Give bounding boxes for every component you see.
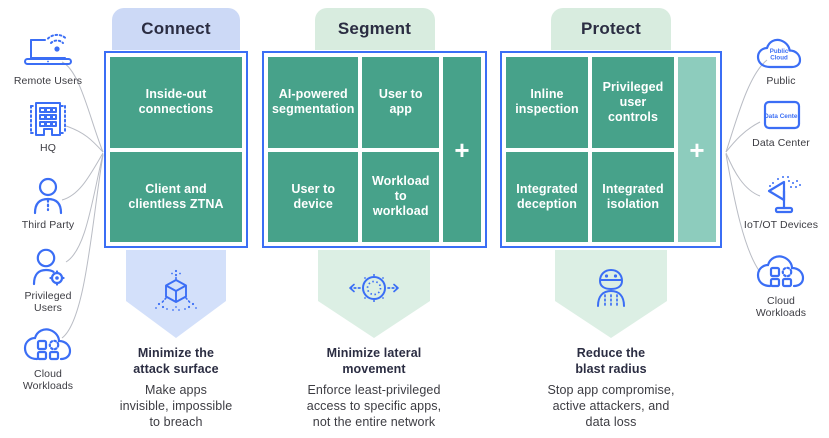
outcome-title: Minimize lateral movement [326, 346, 422, 376]
endpoint-label: Public [766, 75, 796, 87]
pillar-title: Connect [141, 19, 211, 38]
endpoint-iot-ot-devices: IoT/OT Devices [733, 172, 829, 231]
endpoint-label: IoT/OT Devices [743, 219, 819, 231]
outcome-title: Minimize the attack surface [133, 346, 219, 376]
endpoint-public-cloud: Public Cloud Public [733, 28, 829, 87]
capability-frame-segment: AI-powered segmentation User to device U… [262, 51, 487, 248]
endpoint-third-party: Third Party [0, 172, 96, 231]
capability-tile[interactable]: Inside-out connections [110, 57, 242, 148]
user-gear-icon [0, 243, 96, 287]
capability-tile[interactable]: Integrated isolation [592, 151, 674, 242]
endpoint-label: Cloud Workloads [755, 295, 807, 319]
office-building-icon [0, 95, 96, 139]
capability-tile[interactable]: Workload to workload [362, 151, 439, 242]
outcome-description: Make apps invisible, impossible to breac… [119, 383, 233, 429]
endpoint-label: Remote Users [13, 75, 83, 87]
capability-tile[interactable]: Privileged user controls [592, 57, 674, 148]
endpoint-cloud-workloads: Cloud Workloads [0, 321, 96, 392]
outcome-text-protect: Reduce the blast radius Stop app comprom… [516, 345, 706, 430]
lateral-movement-icon [349, 274, 399, 302]
cloud-blocks-icon [733, 248, 829, 292]
svg-text:Data Center: Data Center [764, 113, 800, 120]
cube-network-icon [155, 269, 197, 311]
outcome-description: Enforce least-privileged access to speci… [306, 383, 442, 429]
iot-antenna-icon [733, 172, 829, 216]
pillar-header-connect: Connect [112, 8, 240, 50]
capability-tile[interactable]: Inline inspection [506, 57, 588, 148]
destination-endpoints-column: Public Cloud Public Data Center Data Cen… [733, 0, 829, 438]
outcome-title: Reduce the blast radius [575, 346, 647, 376]
capability-tile[interactable]: User to app [362, 57, 439, 148]
endpoint-privileged-users: Privileged Users [0, 243, 96, 314]
capability-tile[interactable]: User to device [268, 151, 359, 242]
attacker-hooded-icon [597, 269, 625, 307]
endpoint-hq: HQ [0, 95, 96, 154]
add-more-plus-icon[interactable]: + [678, 57, 716, 242]
endpoint-label: Data Center [752, 137, 810, 149]
laptop-wireless-icon [0, 28, 96, 72]
capability-frame-connect: Inside-out connections Client and client… [104, 51, 248, 248]
data-center-icon: Data Center [733, 90, 829, 134]
endpoint-label: HQ [40, 142, 56, 154]
outcome-chevron-segment [318, 250, 430, 338]
outcome-chevron-protect [555, 250, 667, 338]
endpoint-cloud-workloads-right: Cloud Workloads [733, 248, 829, 319]
plus-symbol: + [454, 134, 470, 165]
svg-text:Public: Public [770, 48, 789, 55]
endpoint-label: Third Party [21, 219, 75, 231]
cloud-blocks-icon [0, 321, 96, 365]
pillar-header-segment: Segment [314, 8, 435, 50]
outcome-text-connect: Minimize the attack surface Make apps in… [96, 345, 256, 430]
outcome-description: Stop app compromise, active attackers, a… [547, 383, 675, 429]
endpoint-label: Privileged Users [24, 290, 72, 314]
source-endpoints-column: Remote Users HQ [0, 0, 96, 438]
svg-text:Cloud: Cloud [770, 55, 788, 62]
outcome-text-segment: Minimize lateral movement Enforce least-… [279, 345, 469, 430]
endpoint-data-center: Data Center Data Center [733, 90, 829, 149]
endpoint-label: Cloud Workloads [22, 368, 74, 392]
plus-symbol: + [689, 134, 705, 165]
outcome-chevron-connect [126, 250, 226, 338]
capability-tile[interactable]: Client and clientless ZTNA [110, 151, 242, 242]
user-shared-icon [0, 172, 96, 216]
capability-tile[interactable]: Integrated deception [506, 151, 588, 242]
public-cloud-icon: Public Cloud [733, 28, 829, 72]
capability-frame-protect: Inline inspection Integrated deception P… [500, 51, 722, 248]
pillar-title: Protect [581, 19, 641, 38]
endpoint-remote-users: Remote Users [0, 28, 96, 87]
add-more-plus-icon[interactable]: + [443, 57, 481, 242]
pillar-header-protect: Protect [551, 8, 671, 50]
pillar-title: Segment [337, 19, 412, 38]
capability-tile[interactable]: AI-powered segmentation [268, 57, 359, 148]
